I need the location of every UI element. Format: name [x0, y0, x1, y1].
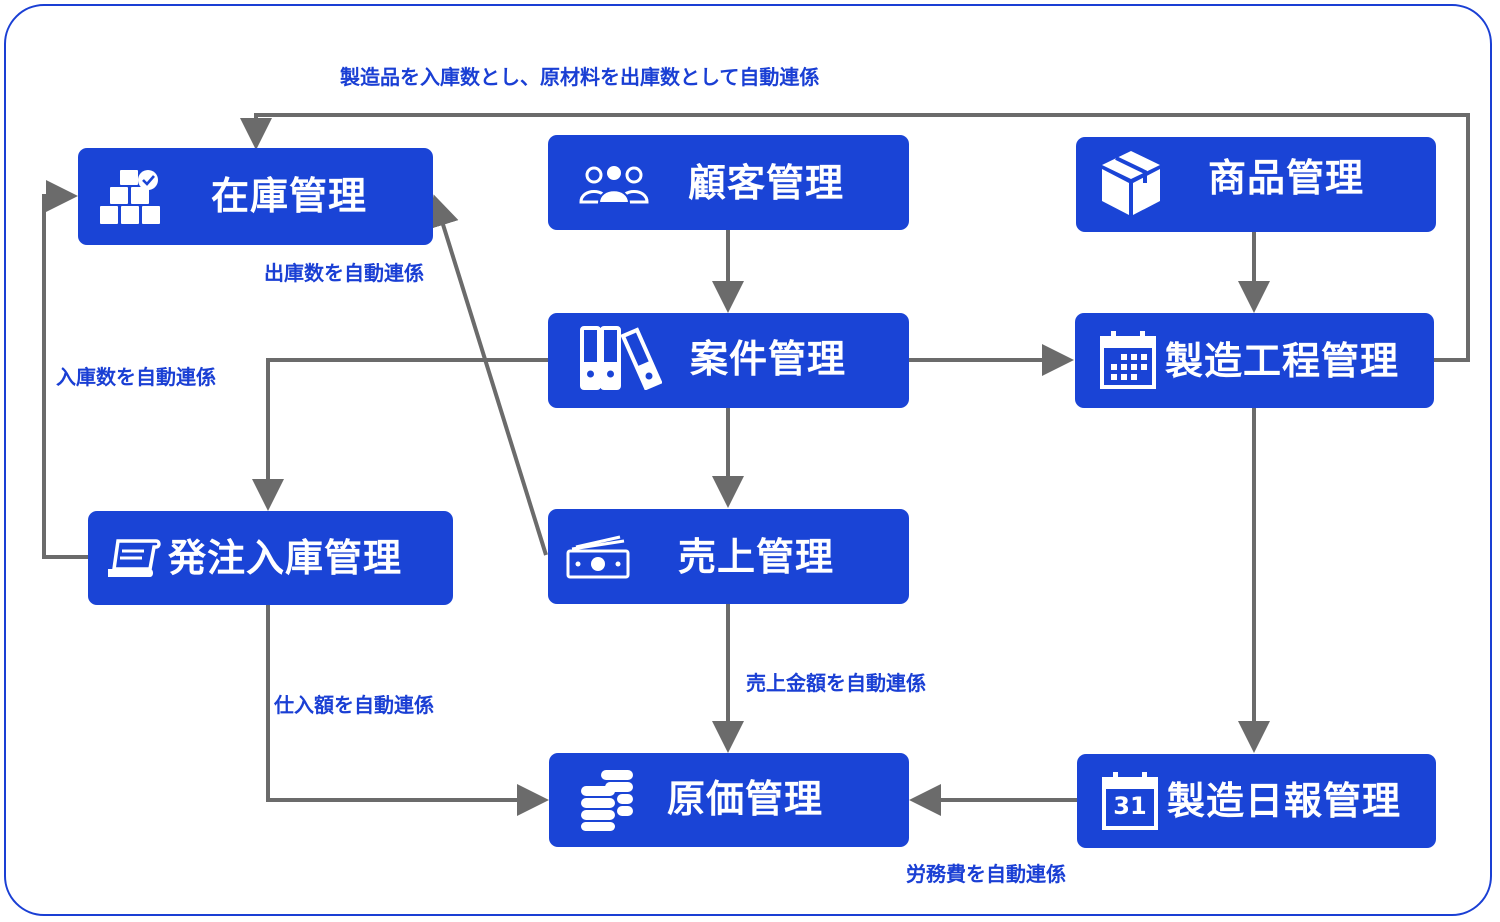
node-sales[interactable]: 売上管理: [548, 509, 909, 604]
edge-label-sales-to-inventory: 出庫数を自動連係: [264, 261, 424, 285]
edge-label-daily-to-cost: 労務費を自動連係: [906, 862, 1066, 886]
node-label: 在庫管理: [211, 174, 368, 218]
coin-stack-icon: [581, 770, 633, 831]
node-label: 売上管理: [678, 535, 835, 579]
node-label: 製造工程管理: [1165, 339, 1400, 383]
node-label: 製造日報管理: [1167, 779, 1402, 823]
package-box-icon: [1102, 151, 1160, 215]
node-cost[interactable]: 原価管理: [549, 753, 909, 847]
edge-sales-to-inventory: [427, 194, 548, 556]
node-inventory[interactable]: 在庫管理: [78, 148, 433, 245]
edge-label-order-to-cost: 仕入額を自動連係: [274, 693, 434, 717]
receipt-scroll-icon: [108, 539, 161, 577]
edge-project-to-order: [252, 358, 548, 511]
node-project[interactable]: 案件管理: [548, 313, 909, 408]
calendar-grid-icon: [1100, 331, 1156, 389]
calendar-31-icon: 31: [1101, 771, 1159, 831]
edge-order-to-inventory: [42, 180, 88, 559]
node-customer[interactable]: 顧客管理: [548, 135, 909, 230]
edge-label-order-to-inventory: 入庫数を自動連係: [56, 365, 216, 389]
people-group-icon: [579, 164, 649, 204]
node-label: 発注入庫管理: [168, 536, 403, 580]
node-order[interactable]: 発注入庫管理: [88, 511, 453, 605]
edge-label-sales-to-cost: 売上金額を自動連係: [746, 671, 926, 695]
node-process[interactable]: 製造工程管理: [1075, 313, 1434, 408]
cash-bill-icon: [566, 535, 630, 579]
node-daily[interactable]: 31 製造日報管理: [1077, 754, 1436, 848]
node-label: 商品管理: [1208, 156, 1365, 200]
edge-process-to-inventory: [240, 113, 1470, 362]
node-label: 顧客管理: [688, 161, 845, 205]
node-label: 案件管理: [690, 337, 847, 381]
edge-order-to-cost: [266, 605, 549, 816]
node-label: 原価管理: [667, 777, 824, 821]
calendar-day-number: 31: [1113, 792, 1147, 820]
node-product[interactable]: 商品管理: [1076, 137, 1436, 232]
binders-icon: [580, 326, 662, 390]
boxes-check-icon: [100, 170, 160, 224]
edge-label-process-to-inventory: 製造品を入庫数とし、原材料を出庫数として自動連係: [340, 65, 820, 89]
